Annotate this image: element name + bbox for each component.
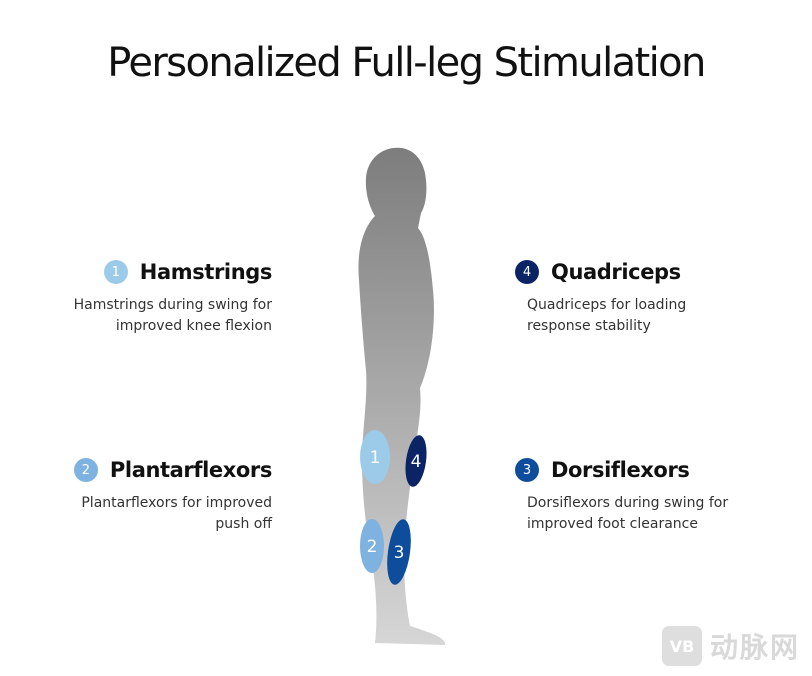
dorsiflexors-label-block: 3 Dorsiflexors Dorsiflexors during swing… xyxy=(515,455,775,535)
plantarflexors-electrode-number: 2 xyxy=(367,537,378,557)
watermark: VB 动脉网 xyxy=(661,626,800,666)
quadriceps-electrode xyxy=(405,435,427,487)
hamstrings-electrode xyxy=(360,430,390,484)
plantarflexors-electrode xyxy=(360,519,384,573)
body-silhouette xyxy=(358,147,446,645)
plantarflexors-number-badge: 2 xyxy=(73,458,98,482)
quadriceps-description: Quadriceps for loading response stabilit… xyxy=(527,297,687,334)
page-title: Personalized Full-leg Stimulation xyxy=(107,40,706,86)
dorsiflexors-electrode-number: 3 xyxy=(394,543,405,563)
hamstrings-label-block: 1 Hamstrings Hamstrings during swing for… xyxy=(12,257,272,337)
dorsiflexors-electrode xyxy=(387,519,411,585)
hamstrings-number-badge: 1 xyxy=(103,260,128,284)
plantarflexors-title: Plantarflexors xyxy=(109,458,272,482)
plantarflexors-label-block: 2 Plantarflexors Plantarflexors for impr… xyxy=(12,455,272,535)
quadriceps-label-block: 4 Quadriceps Quadriceps for loading resp… xyxy=(515,257,775,337)
quadriceps-number-badge: 4 xyxy=(515,260,539,284)
dorsiflexors-number-badge: 3 xyxy=(515,458,539,482)
hamstrings-title: Hamstrings xyxy=(139,260,273,284)
quadriceps-title: Quadriceps xyxy=(551,260,681,284)
dorsiflexors-description: Dorsiflexors during swing for improved f… xyxy=(527,495,729,532)
dorsiflexors-title: Dorsiflexors xyxy=(551,458,690,482)
hamstrings-description: Hamstrings during swing for improved kne… xyxy=(73,297,272,334)
hamstrings-electrode-number: 1 xyxy=(370,448,381,468)
watermark-logo-icon: VB xyxy=(661,626,702,666)
watermark-text: 动脉网 xyxy=(709,631,800,664)
plantarflexors-description: Plantarflexors for improved push off xyxy=(81,495,272,532)
quadriceps-electrode-number: 4 xyxy=(411,452,422,472)
human-silhouette-figure: 1 4 2 3 xyxy=(358,147,446,645)
